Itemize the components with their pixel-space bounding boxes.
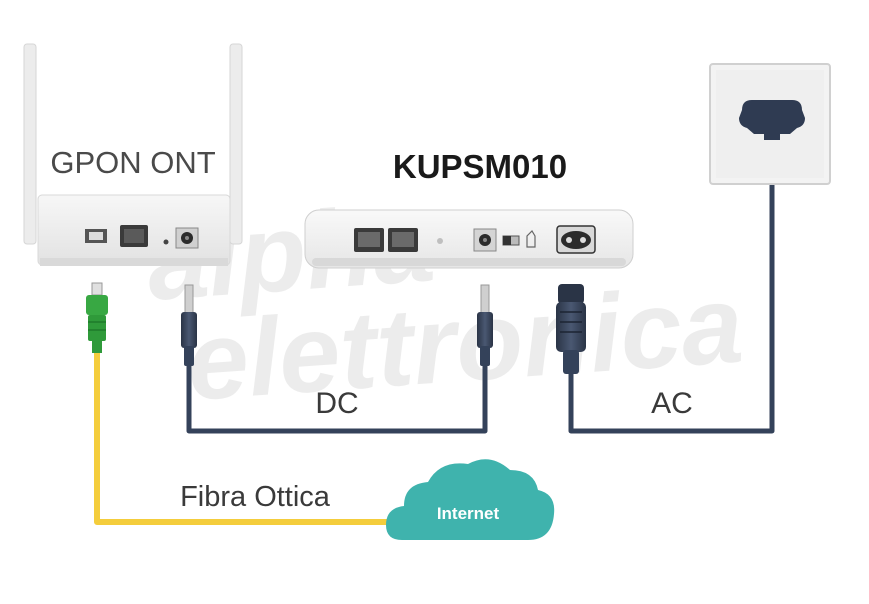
internet-cloud [386, 459, 555, 540]
dc-plug-right [477, 284, 493, 366]
fiber-connector [86, 282, 108, 353]
wall-plug [739, 100, 805, 134]
dc-plug-left [181, 284, 197, 366]
ups-led [437, 238, 443, 244]
ont-led [163, 239, 169, 245]
dc-label: DC [315, 387, 358, 420]
ont-antenna-left [23, 43, 37, 245]
ac-plug [556, 284, 586, 374]
ont-antenna-right [229, 43, 243, 245]
fiber-label: Fibra Ottica [180, 481, 331, 513]
ont-label: GPON ONT [50, 145, 215, 180]
wall-socket [709, 63, 831, 185]
dc-cable [186, 365, 488, 434]
ups-label: KUPSM010 [393, 148, 567, 185]
ac-label: AC [651, 387, 693, 420]
kupsm010-device [304, 209, 634, 269]
cloud-label: Internet [437, 504, 500, 523]
gpon-ont-device [23, 43, 243, 266]
ups-body [304, 209, 634, 269]
ac-cable [568, 136, 775, 434]
fiber-cable [94, 352, 398, 525]
